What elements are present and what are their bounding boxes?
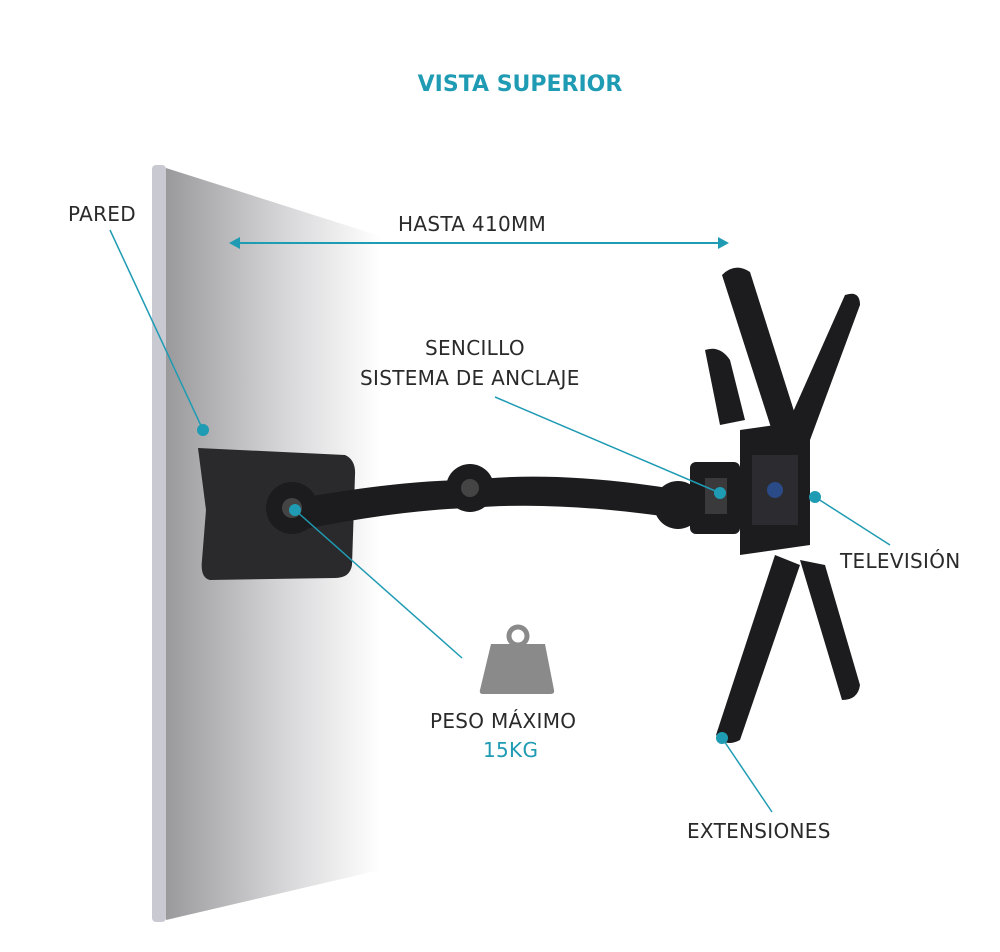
- max-weight-value: 15KG: [483, 738, 539, 762]
- tv-label: TELEVISIÓN: [840, 549, 961, 573]
- weight-icon: [479, 624, 555, 694]
- wall-label: PARED: [68, 202, 136, 226]
- diagram-title: VISTA SUPERIOR: [417, 72, 623, 97]
- callout-lines: [109, 229, 891, 813]
- extensions-label: EXTENSIONES: [687, 819, 831, 843]
- wall-mount: [198, 448, 740, 580]
- distance-label: HASTA 410MM: [398, 212, 547, 236]
- tv-plate: [705, 267, 860, 744]
- max-weight-label: PESO MÁXIMO: [430, 709, 577, 733]
- anchor-label-line2: SISTEMA DE ANCLAJE: [360, 366, 580, 390]
- anchor-label-line1: SENCILLO: [425, 336, 525, 360]
- dimension-arrow: [229, 237, 729, 249]
